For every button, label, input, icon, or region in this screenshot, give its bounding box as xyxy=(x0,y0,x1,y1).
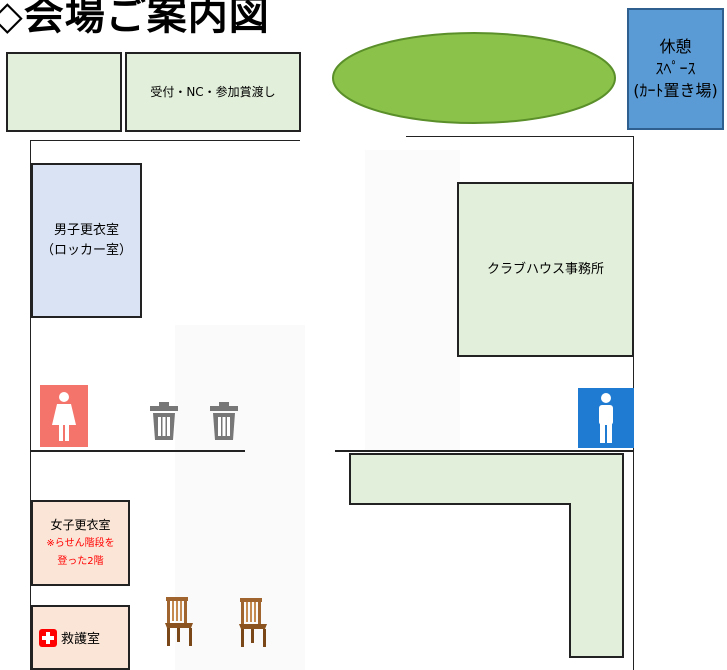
page-title: ◇会場ご案内図 xyxy=(0,0,270,39)
first-aid-cross-icon xyxy=(39,628,57,647)
mens-locker-label-2: （ロッカー室） xyxy=(40,242,132,258)
wall-line xyxy=(335,450,633,452)
mens-restroom-icon xyxy=(578,388,634,448)
corridor-shade xyxy=(365,150,460,450)
womens-locker-note-2: 登った2階 xyxy=(57,556,104,567)
clubhouse-office: クラブハウス事務所 xyxy=(457,182,634,357)
wall-line xyxy=(406,136,634,137)
reception-room: 受付・NC・参加賞渡し xyxy=(125,52,301,132)
chair-icon xyxy=(239,598,267,647)
chair-icon xyxy=(165,597,193,646)
first-aid-label: 救護室 xyxy=(61,632,101,647)
mens-locker-room: 男子更衣室 （ロッカー室） xyxy=(31,163,142,318)
wall-line xyxy=(30,140,300,141)
trash-bin-icon xyxy=(150,402,178,440)
mens-locker-label-1: 男子更衣室 xyxy=(53,222,119,238)
first-aid-room: 救護室 xyxy=(31,605,130,670)
unlabeled-room-top xyxy=(6,52,122,132)
clubhouse-office-label: クラブハウス事務所 xyxy=(486,261,604,277)
womens-restroom-icon xyxy=(40,385,88,447)
green-oval xyxy=(332,32,616,124)
rest-space-label-1: 休憩 xyxy=(659,37,692,56)
wall-line xyxy=(30,140,31,670)
trash-bin-icon xyxy=(210,402,238,440)
wall-line xyxy=(30,450,245,452)
womens-locker-label: 女子更衣室 xyxy=(50,518,111,532)
womens-locker-note-1: ※らせん階段を xyxy=(46,538,115,549)
l-shaped-counter xyxy=(349,453,624,658)
womens-locker-room: 女子更衣室 ※らせん階段を 登った2階 xyxy=(31,500,130,586)
rest-space-label-2: ｽﾍﾟｰｽ xyxy=(655,59,696,78)
rest-space-label-3: (ｶｰﾄ置き場) xyxy=(633,81,718,100)
rest-space: 休憩 ｽﾍﾟｰｽ (ｶｰﾄ置き場) xyxy=(627,8,724,130)
reception-label: 受付・NC・参加賞渡し xyxy=(150,85,276,99)
corridor-shade xyxy=(175,325,305,670)
